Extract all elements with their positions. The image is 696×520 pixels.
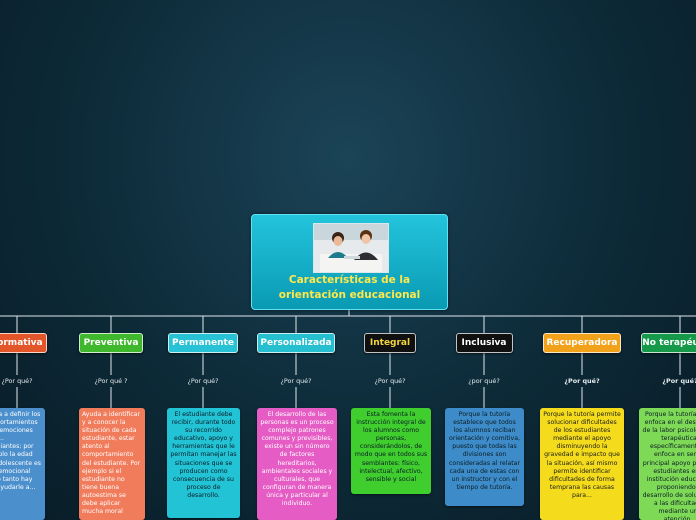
branch-description[interactable]: Esta fomenta la instrucción integral de … (351, 408, 431, 494)
branch-question[interactable]: ¿por qué? (468, 377, 500, 385)
branch-question[interactable]: ¿Por qué? (374, 377, 406, 385)
branch-description[interactable]: Ayuda a identificar y a conocer la situa… (79, 408, 145, 520)
branch-question[interactable]: ¿Por qué? (662, 377, 696, 385)
branch-question[interactable]: ¿Por qué? (187, 377, 219, 385)
central-topic[interactable]: Características de la orientación educac… (251, 214, 448, 310)
branch-node-4[interactable]: Integral (364, 333, 416, 353)
branch-node-1[interactable]: Preventiva (79, 333, 143, 353)
branch-description[interactable]: El desarrollo de las personas es un proc… (257, 408, 337, 520)
branch-node-2[interactable]: Permanente (168, 333, 238, 353)
branch-node-6[interactable]: Recuperadora (543, 333, 621, 353)
branch-node-3[interactable]: Personalizada (257, 333, 335, 353)
branch-node-0[interactable]: Formativa (0, 333, 47, 353)
branch-description[interactable]: Porque la tutoría permite solucionar dif… (540, 408, 624, 520)
branch-question[interactable]: ¿Por qué ? (94, 377, 128, 385)
branch-description[interactable]: Ayuda a definir los comportamientos y la… (0, 408, 45, 520)
branch-node-5[interactable]: Inclusiva (455, 333, 513, 353)
branch-description[interactable]: Porque la tutoría establece que todos lo… (445, 408, 524, 506)
central-topic-title: Características de la orientación educac… (278, 274, 421, 301)
branch-description[interactable]: Porque la tutoría no se enfoca en el des… (639, 408, 696, 520)
branch-description[interactable]: El estudiante debe recibir, durante todo… (167, 408, 240, 518)
central-topic-image (313, 223, 389, 273)
branch-question[interactable]: ¿Por qué? (280, 377, 312, 385)
branch-question[interactable]: ¿Por qué? (564, 377, 600, 385)
branch-question[interactable]: ¿Por qué? (1, 377, 33, 385)
branch-node-7[interactable]: No terapéutica (641, 333, 696, 353)
